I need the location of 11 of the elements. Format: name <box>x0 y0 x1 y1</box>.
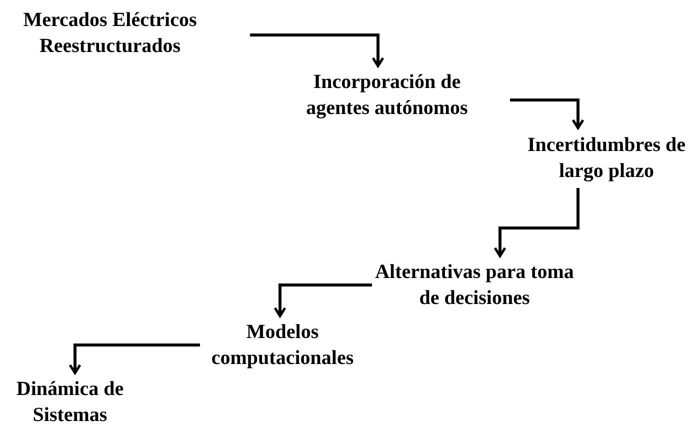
arrow <box>68 344 200 374</box>
step-text: Mercados Eléctricos Reestructurados <box>0 5 250 61</box>
step-text: Alternativas para toma de decisiones <box>372 256 577 314</box>
step-text: Modelos computacionales <box>200 316 365 374</box>
step-text: Incorporación de agentes autónomos <box>280 66 510 124</box>
arrow <box>494 188 580 258</box>
step-text: Incertidumbres de largo plazo <box>524 128 689 188</box>
arrow <box>250 34 384 68</box>
arrow <box>274 284 372 318</box>
step-text: Dinámica de Sistemas <box>0 373 140 431</box>
arrow <box>510 98 584 130</box>
